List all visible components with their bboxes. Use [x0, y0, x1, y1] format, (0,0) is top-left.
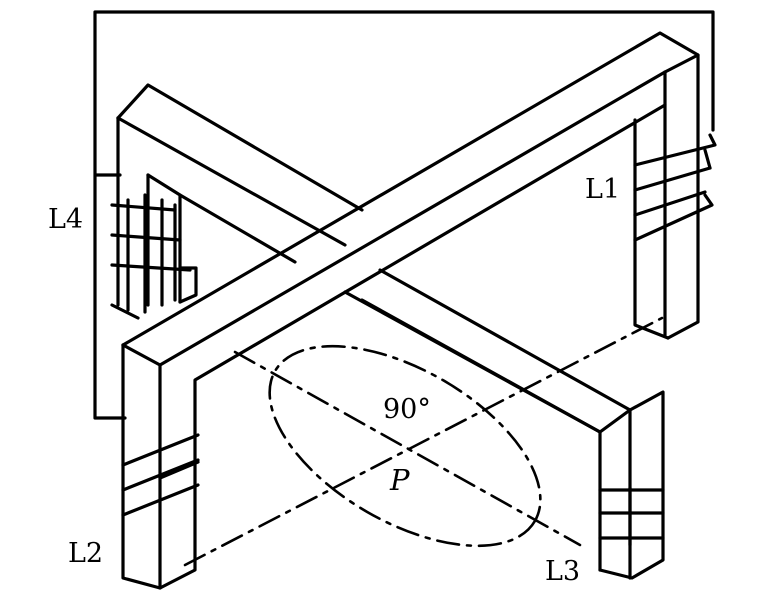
angle-label: 90°	[383, 394, 431, 425]
axis-l2-l1	[183, 316, 664, 567]
label-l2: L2	[68, 538, 103, 569]
rear-yoke	[110, 83, 665, 580]
axis-l4-l3	[233, 350, 582, 547]
coil-l2	[121, 433, 200, 517]
label-l4: L4	[48, 204, 83, 235]
coil-l3	[598, 486, 665, 547]
label-l3: L3	[545, 556, 580, 587]
rotation-ellipse	[268, 344, 542, 548]
coil-l4	[110, 193, 192, 314]
back-plate	[93, 10, 715, 420]
point-label: P	[389, 463, 410, 497]
coil-l1	[633, 133, 717, 242]
axis-lines	[183, 316, 664, 567]
front-yoke	[121, 31, 700, 590]
label-l1: L1	[585, 174, 620, 205]
